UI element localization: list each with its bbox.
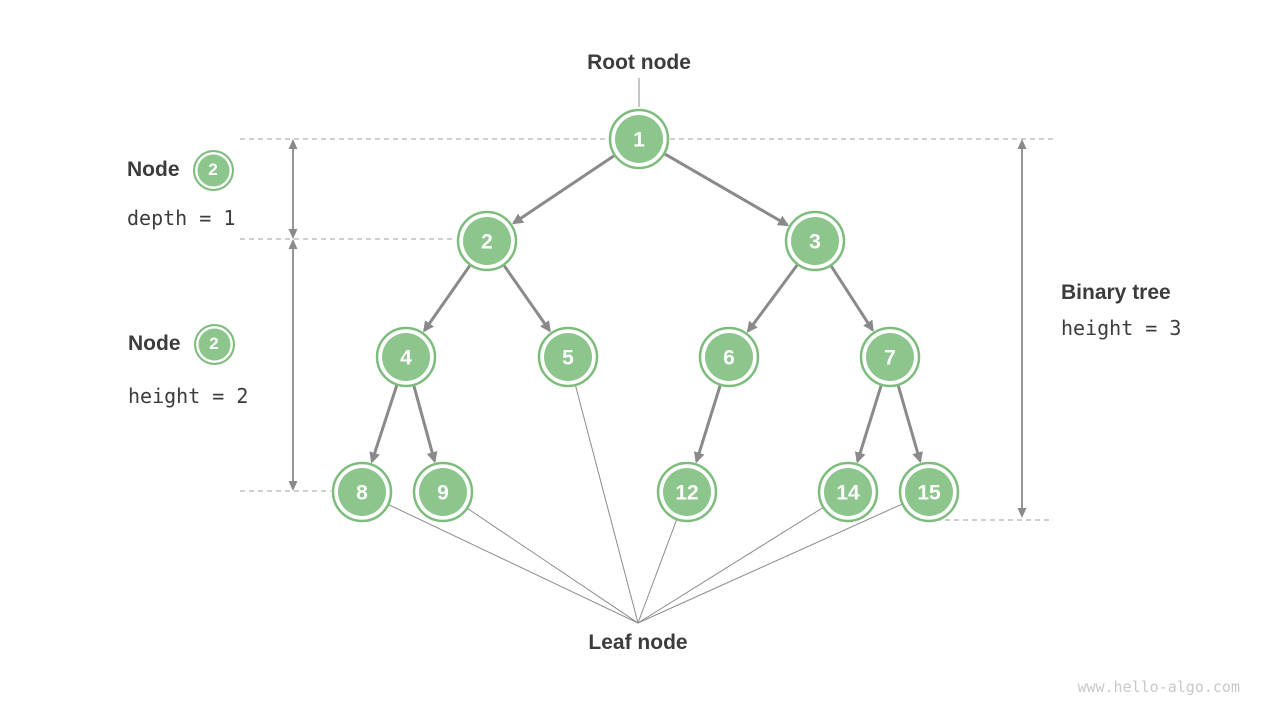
tree-node-value: 8 xyxy=(356,481,368,504)
tree-node-value: 2 xyxy=(481,230,493,253)
leaf-pointer-line-8 xyxy=(388,504,639,624)
tree-node-3: 3 xyxy=(784,210,846,272)
tree-edge-2-5 xyxy=(502,264,551,333)
tree-edge-1-3 xyxy=(664,152,790,227)
tree-edge-4-9 xyxy=(412,385,438,464)
leaf-pointer-line-9 xyxy=(467,508,639,624)
tree-edge-2-4 xyxy=(423,264,472,333)
measure-arrow xyxy=(288,239,298,491)
tree-node-5: 5 xyxy=(537,326,599,388)
tree-node-value: 5 xyxy=(562,346,574,369)
tree-edge-7-15 xyxy=(896,385,923,464)
tree-node-8: 8 xyxy=(331,461,393,523)
root-node-label: Root node xyxy=(587,51,691,74)
tree-edge-1-2 xyxy=(511,154,615,225)
tree-node-2: 2 xyxy=(456,210,518,272)
tree-node-14: 14 xyxy=(817,461,879,523)
tree-node-12: 12 xyxy=(656,461,718,523)
tree-node-9: 9 xyxy=(412,461,474,523)
tree-node-7: 7 xyxy=(859,326,921,388)
tree-node-value: 15 xyxy=(917,481,941,504)
tree-edge-7-14 xyxy=(854,385,883,464)
tree-node-value: 12 xyxy=(675,481,698,504)
annotation-depth-title: Node xyxy=(127,158,180,181)
tree-node-value: 9 xyxy=(437,481,449,504)
annotation-height-title: Node xyxy=(128,332,181,355)
annotation-depth-node-badge: 2 xyxy=(192,149,234,191)
binary-tree-formula: height = 3 xyxy=(1061,316,1182,340)
measure-arrow xyxy=(288,139,298,239)
watermark: www.hello-algo.com xyxy=(1077,678,1240,696)
binary-tree-label: Binary tree xyxy=(1061,281,1171,304)
tree-edge-3-6 xyxy=(746,264,799,333)
annotation-height: Node 2 xyxy=(128,323,235,365)
tree-edge-6-12 xyxy=(693,385,722,464)
annotation-height-node-badge: 2 xyxy=(193,323,235,365)
tree-node-1: 1 xyxy=(608,108,670,170)
tree-node-value: 3 xyxy=(809,230,821,253)
leaf-pointer-line-15 xyxy=(637,503,902,624)
tree-node-4: 4 xyxy=(375,326,437,388)
annotation-depth: Node 2 xyxy=(127,149,234,191)
tree-node-value: 14 xyxy=(836,481,860,504)
annotation-height-formula: height = 2 xyxy=(128,384,249,408)
annotation-depth-formula: depth = 1 xyxy=(127,206,236,230)
tree-node-value: 4 xyxy=(400,346,412,369)
tree-node-15: 15 xyxy=(898,461,960,523)
tree-node-value: 1 xyxy=(633,128,645,151)
leaf-pointer-line-12 xyxy=(637,519,677,624)
leaf-pointer-line-5 xyxy=(575,385,639,624)
leaf-pointer-line-14 xyxy=(637,507,823,624)
tree-node-value: 6 xyxy=(723,346,735,369)
leaf-node-label: Leaf node xyxy=(588,631,688,654)
tree-node-6: 6 xyxy=(698,326,760,388)
tree-node-value: 7 xyxy=(884,346,896,369)
tree-edge-3-7 xyxy=(830,265,874,332)
measure-arrow xyxy=(1017,139,1027,518)
tree-edge-4-8 xyxy=(369,385,399,464)
